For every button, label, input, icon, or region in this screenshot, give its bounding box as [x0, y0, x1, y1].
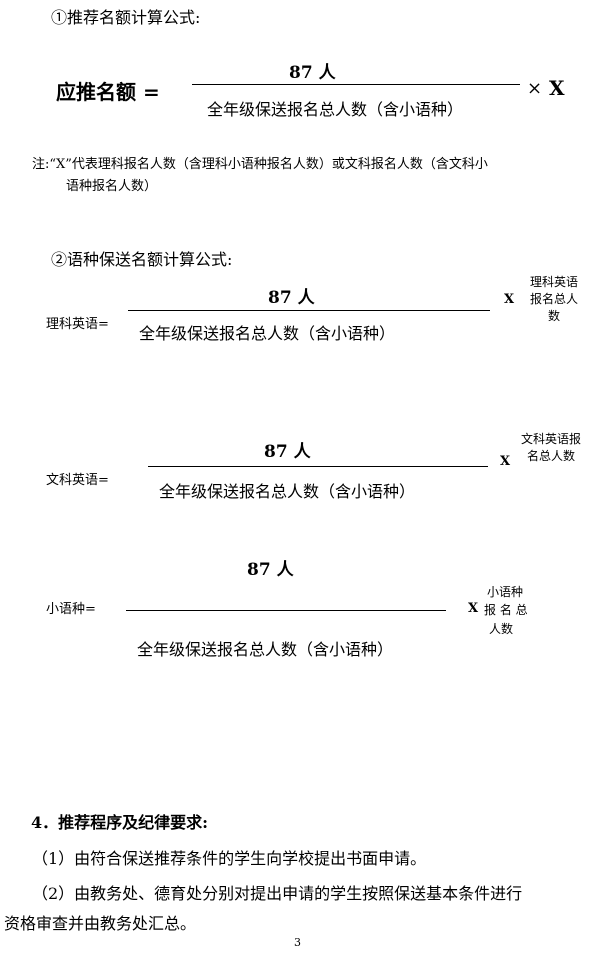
- procedure-item-2-line2: 资格审查并由教务处汇总。: [4, 914, 197, 933]
- formula1-denominator: 全年级保送报名总人数（含小语种）: [207, 100, 464, 119]
- science-english-multiplier: X: [504, 292, 515, 307]
- formula1-fraction-bar: [192, 84, 520, 85]
- minor-language-denominator: 全年级保送报名总人数（含小语种）: [137, 640, 394, 659]
- arts-english-multiplier: X: [500, 454, 511, 469]
- formula1-numerator: 87 人: [289, 63, 336, 83]
- formula1-heading: ①推荐名额计算公式:: [51, 8, 201, 27]
- arts-english-denominator: 全年级保送报名总人数（含小语种）: [159, 482, 416, 501]
- arts-english-lhs: 文科英语=: [46, 473, 109, 488]
- procedure-heading: 4．推荐程序及纪律要求:: [31, 813, 209, 832]
- formula1-times-symbol: ×: [527, 78, 543, 99]
- procedure-item-2-line1: （2）由教务处、德育处分别对提出申请的学生按照保送基本条件进行: [32, 884, 523, 903]
- minor-language-count-label-line2: 报 名 总: [484, 603, 528, 617]
- formula1-note-line1: 注:“X”代表理科报名人数（含理科小语种报名人数）或文科报名人数（含文科小: [32, 157, 488, 172]
- science-english-lhs: 理科英语=: [46, 317, 109, 332]
- formula1-lhs: 应推名额 =: [56, 80, 160, 104]
- page-number: 3: [294, 936, 301, 949]
- arts-english-fraction-bar: [148, 466, 488, 467]
- science-english-count-label: 理科英语报名总人数: [529, 275, 578, 323]
- science-english-denominator: 全年级保送报名总人数（含小语种）: [139, 324, 396, 343]
- minor-language-count-label-line3: 人数: [489, 622, 514, 636]
- formula2-heading: ②语种保送名额计算公式:: [51, 250, 233, 269]
- minor-language-numerator: 87 人: [247, 560, 294, 580]
- minor-language-fraction-bar: [126, 610, 446, 611]
- minor-language-multiplier: X: [468, 601, 479, 616]
- arts-english-count-label: 文科英语报名总人数: [521, 432, 582, 463]
- formula1-note-line2: 语种报名人数）: [66, 179, 158, 194]
- arts-english-numerator: 87 人: [264, 442, 311, 462]
- science-english-fraction-bar: [128, 310, 490, 311]
- science-english-numerator: 87 人: [268, 288, 315, 308]
- minor-language-lhs: 小语种=: [46, 602, 96, 617]
- minor-language-count-label-line1: 小语种: [487, 585, 524, 599]
- procedure-item-1: （1）由符合保送推荐条件的学生向学校提出书面申请。: [32, 849, 427, 868]
- formula1-multiplier: X: [549, 76, 565, 100]
